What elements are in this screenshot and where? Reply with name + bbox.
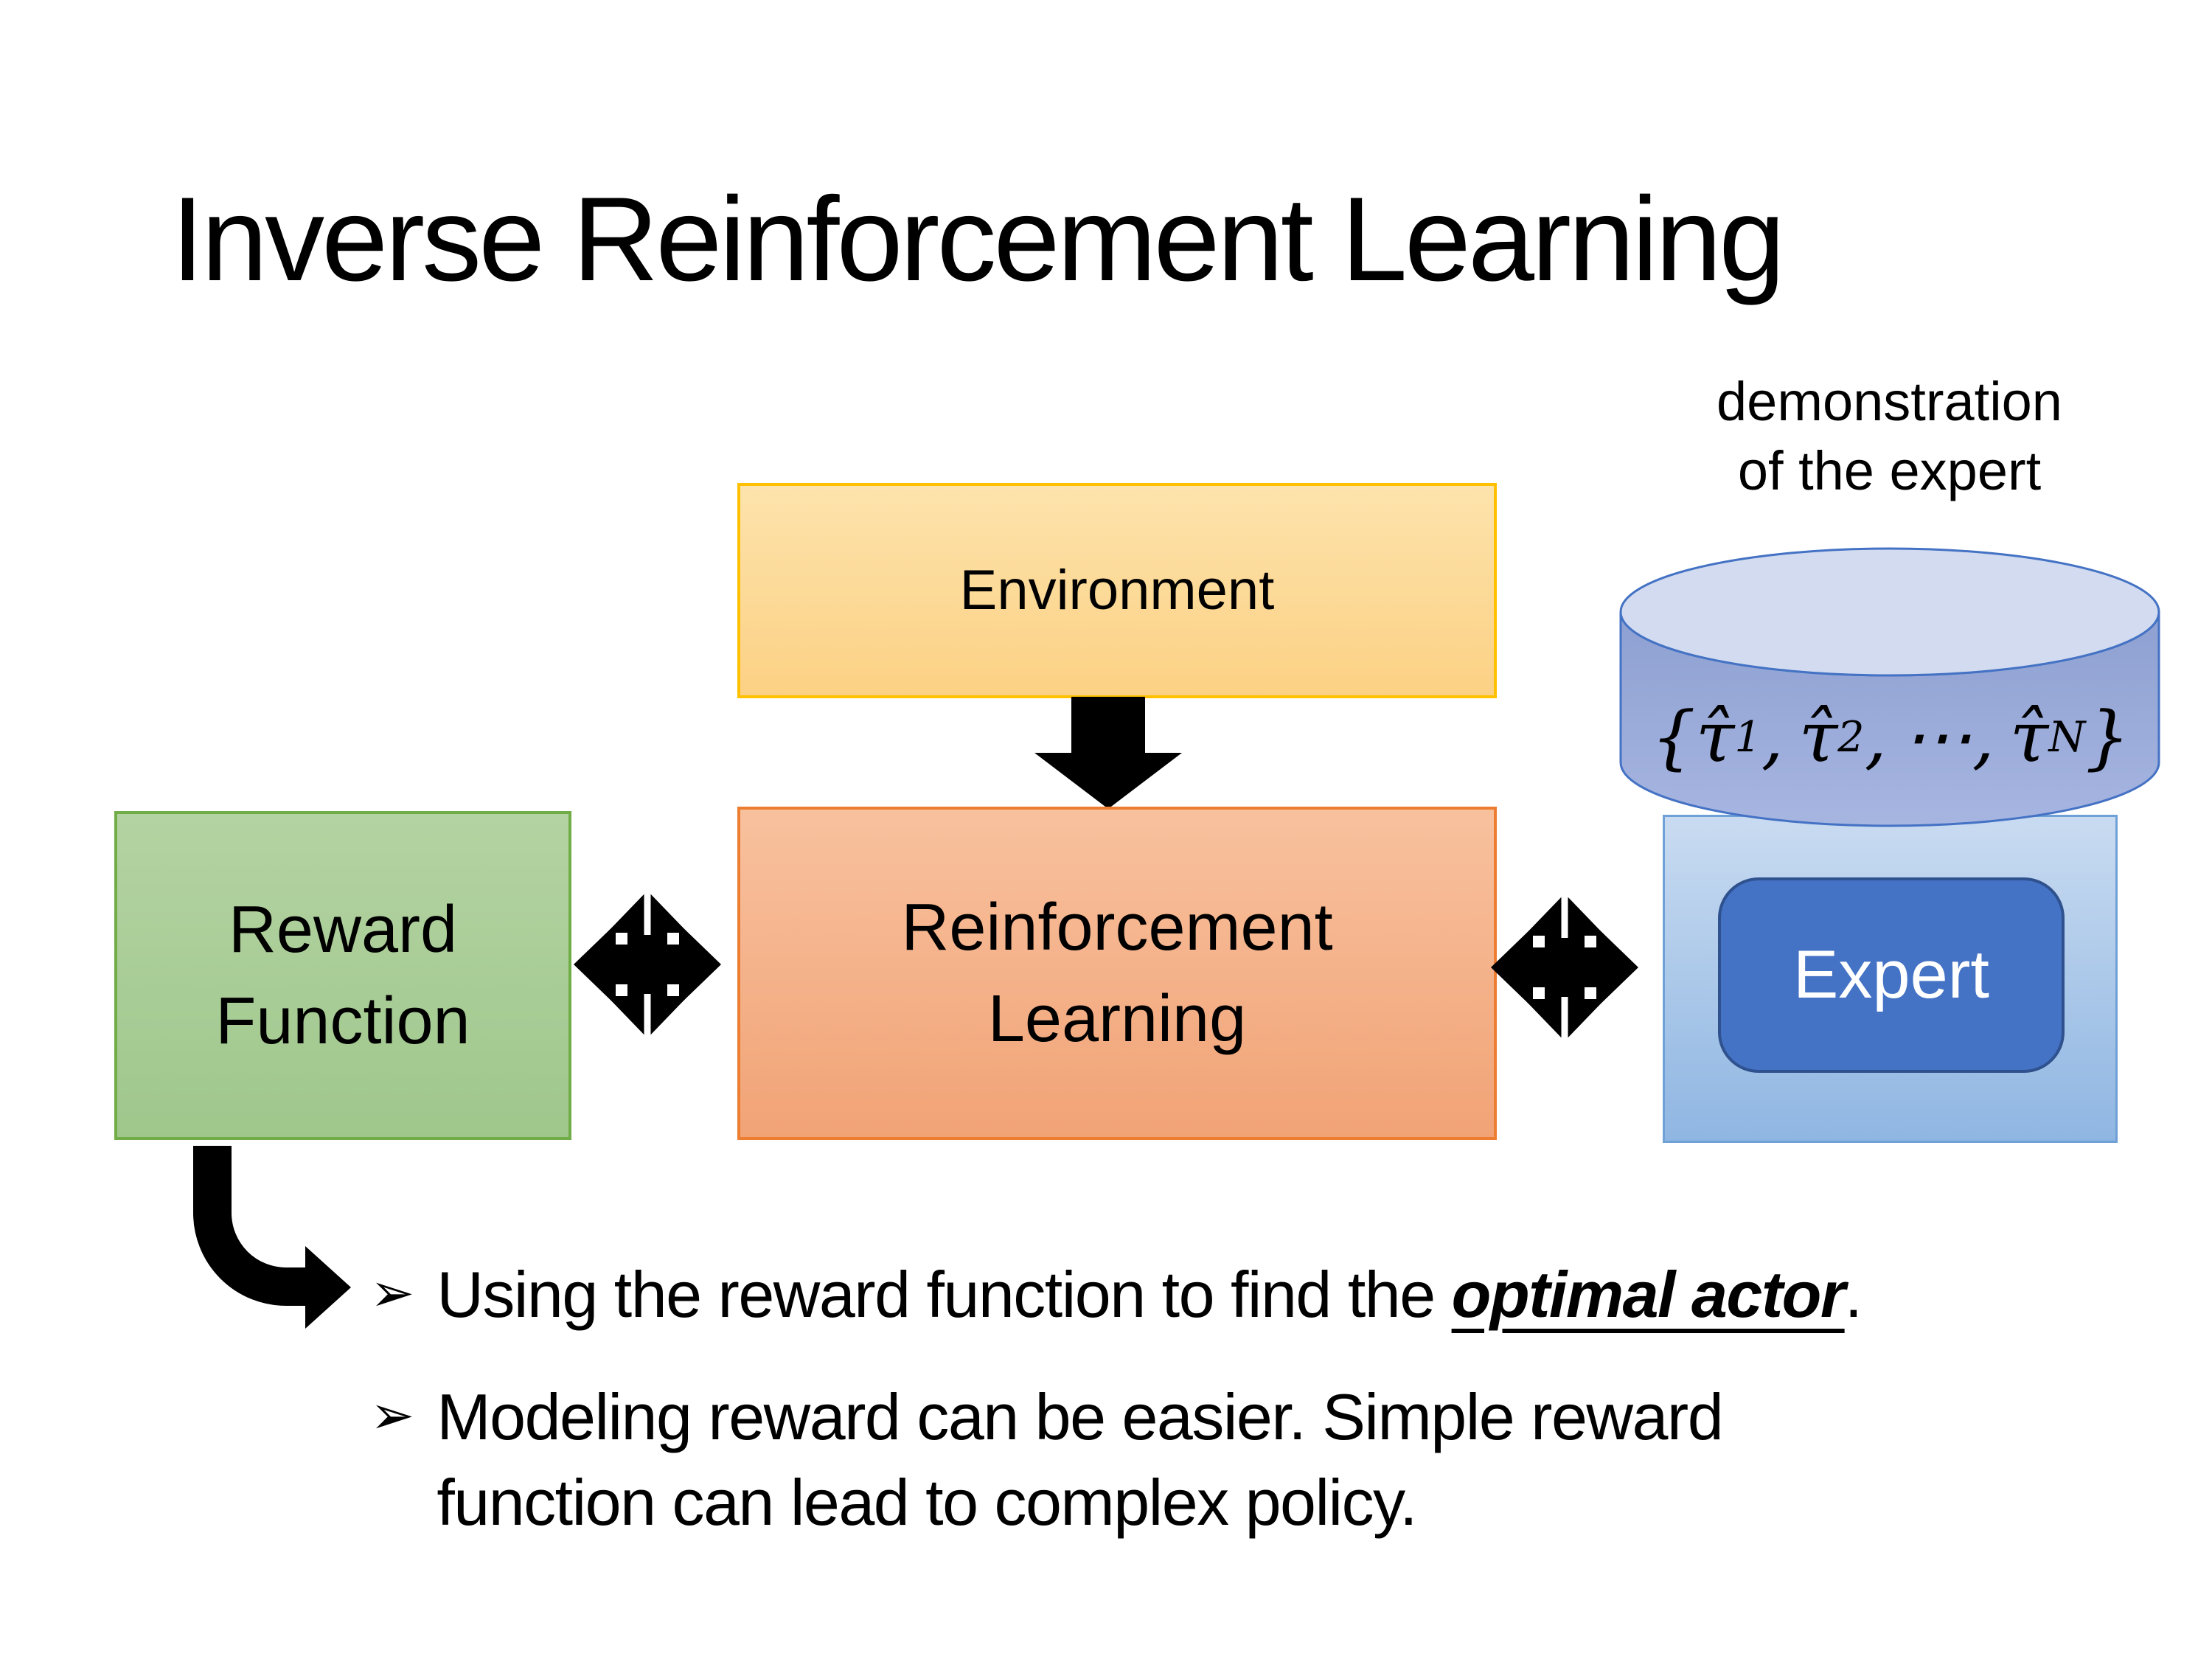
environment-box: Environment bbox=[737, 477, 1503, 698]
page-title: Inverse Reinforcement Learning bbox=[171, 173, 1785, 306]
reward-function-box: Reward Function bbox=[114, 811, 571, 1140]
bullet-1-prefix: Using the reward function to find the bbox=[437, 1258, 1452, 1331]
bullet-1-emphasis: optimal actor bbox=[1451, 1258, 1846, 1331]
formula-comma-3: , bbox=[1972, 697, 1994, 778]
bent-arrow-icon bbox=[193, 1146, 351, 1329]
bullet-2-text: Modeling reward can be easier. Simple re… bbox=[437, 1374, 1723, 1545]
bullet-1-suffix: . bbox=[1844, 1258, 1863, 1331]
formula-dots: ⋯ bbox=[1902, 697, 1972, 778]
bullet-arrowhead-icon: ➢ bbox=[370, 1386, 415, 1445]
reward-function-label-line1: Reward bbox=[228, 892, 458, 967]
trajectory-set-formula: {τ̂1,τ̂2,⋯,τ̂N} bbox=[1651, 697, 2130, 778]
demonstration-label-line2: of the expert bbox=[1737, 439, 2042, 501]
bullet-2-line1: Modeling reward can be easier. Simple re… bbox=[437, 1380, 1723, 1453]
bullet-arrowhead-icon: ➢ bbox=[370, 1264, 415, 1323]
formula-tau-1: τ̂ bbox=[1695, 697, 1735, 778]
environment-label: Environment bbox=[959, 558, 1275, 622]
expert-label: Expert bbox=[1793, 937, 1989, 1012]
bullet-2-line2: function can lead to complex policy. bbox=[437, 1466, 1417, 1540]
reinforcement-learning-label-line2: Learning bbox=[987, 982, 1247, 1056]
formula-open-brace: { bbox=[1651, 697, 1696, 778]
double-arrow-right-icon bbox=[1491, 894, 1638, 1041]
double-arrow-left-icon bbox=[574, 891, 721, 1038]
formula-tau-n: τ̂ bbox=[2009, 697, 2049, 778]
reinforcement-learning-box: Reinforcement Learning bbox=[737, 801, 1503, 1140]
down-arrow-icon bbox=[1034, 697, 1182, 809]
bullet-item-1: ➢ Using the reward function to find the … bbox=[370, 1252, 1863, 1338]
demonstration-label-line1: demonstration bbox=[1717, 371, 2062, 432]
reward-function-label-line2: Function bbox=[215, 984, 470, 1058]
formula-comma-2: , bbox=[1864, 697, 1887, 778]
formula-comma-1: , bbox=[1761, 697, 1784, 778]
demonstration-cylinder bbox=[1619, 547, 2160, 827]
expert-box: Expert bbox=[1718, 877, 2065, 1073]
demonstration-label: demonstration of the expert bbox=[1615, 367, 2164, 506]
reinforcement-learning-label-line1: Reinforcement bbox=[901, 890, 1333, 964]
formula-close-brace: } bbox=[2085, 697, 2130, 778]
formula-tau-2: τ̂ bbox=[1798, 697, 1838, 778]
bullet-item-2: ➢ Modeling reward can be easier. Simple … bbox=[370, 1374, 1724, 1545]
bullet-1-text: Using the reward function to find the op… bbox=[437, 1252, 1863, 1338]
